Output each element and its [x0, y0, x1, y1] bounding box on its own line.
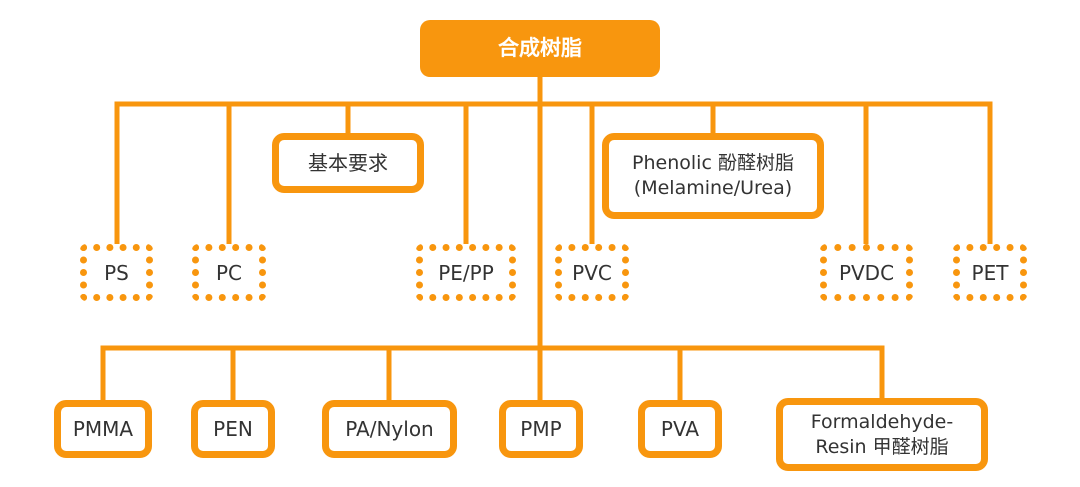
node-formaldehyde-line1: Formaldehyde- — [810, 410, 954, 433]
node-pen-label: PEN — [213, 417, 253, 441]
node-pva-label: PVA — [660, 417, 700, 441]
node-pmp: PMP — [499, 400, 583, 458]
node-formaldehyde-line2: Resin 甲醛树脂 — [815, 435, 949, 458]
node-pc-label: PC — [215, 260, 243, 285]
node-pvc-label: PVC — [572, 260, 612, 285]
node-pmma-label: PMMA — [72, 417, 134, 441]
node-phenolic: Phenolic 酚醛树脂 (Melamine/Urea) — [602, 133, 824, 219]
node-pet-label: PET — [971, 260, 1009, 285]
node-ps: PS — [80, 244, 153, 301]
node-pmp-label: PMP — [520, 417, 562, 441]
node-pmma: PMMA — [54, 400, 152, 458]
node-panylon-label: PA/Nylon — [345, 417, 434, 441]
node-pva: PVA — [638, 400, 722, 458]
node-phenolic-line1: Phenolic 酚醛树脂 — [632, 152, 794, 175]
node-pc: PC — [192, 244, 266, 301]
node-basic-requirements: 基本要求 — [272, 133, 424, 193]
root-node: 合成树脂 — [420, 20, 660, 77]
node-pvdc-label: PVDC — [838, 260, 895, 285]
node-basic-label: 基本要求 — [308, 151, 388, 175]
node-pvdc: PVDC — [820, 244, 913, 301]
node-formaldehyde-resin: Formaldehyde- Resin 甲醛树脂 — [776, 398, 988, 471]
node-pe-pp: PE/PP — [416, 244, 516, 301]
node-pvc: PVC — [555, 244, 629, 301]
node-ps-label: PS — [104, 260, 129, 285]
node-pen: PEN — [191, 400, 275, 458]
node-pet: PET — [953, 244, 1027, 301]
root-label: 合成树脂 — [498, 35, 582, 60]
node-pepp-label: PE/PP — [438, 260, 494, 285]
node-pa-nylon: PA/Nylon — [322, 400, 457, 458]
node-phenolic-line2: (Melamine/Urea) — [633, 177, 793, 199]
